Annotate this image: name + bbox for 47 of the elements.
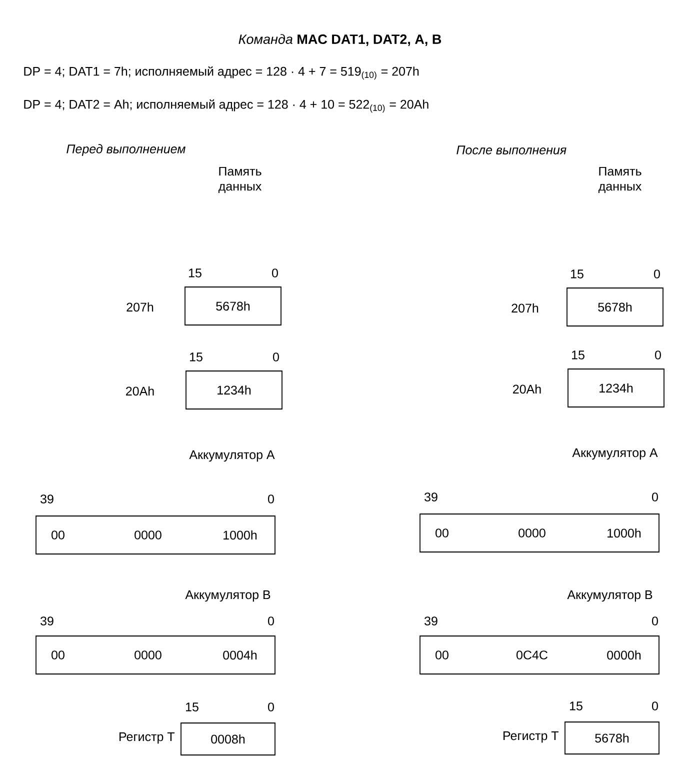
register-box: 0008h xyxy=(180,722,276,756)
bit-number: 0 xyxy=(272,268,278,278)
register-box: 00 0000 1000h xyxy=(420,514,660,552)
bit-number: 39 xyxy=(40,616,54,626)
memory-heading: Память данных xyxy=(218,166,262,194)
bit-number: 0 xyxy=(268,702,274,712)
bit-number: 0 xyxy=(654,270,660,278)
register-label: Регистр T xyxy=(504,731,558,743)
title: Команда MAC DAT1, DAT2, A, B xyxy=(238,34,442,46)
register-box: 5678h xyxy=(564,722,660,754)
address-label: 20Ah xyxy=(513,384,541,394)
bit-number: 0 xyxy=(268,494,274,504)
register-box: 00 0000 1000h xyxy=(36,516,276,554)
bit-number: 39 xyxy=(424,616,438,626)
bit-number: 15 xyxy=(190,352,202,362)
address-formula: DP = 4; DAT1 = 7h; исполняемый адрес = 128 · 4 + 7 = 519$_{(10)}$ = 207h xyxy=(24,66,419,80)
register-box: 00 0C4C 0000h xyxy=(420,636,660,674)
bit-number: 0 xyxy=(268,616,274,626)
address-label: 20Ah xyxy=(126,386,154,396)
bit-number: 15 xyxy=(186,702,198,712)
register-heading: Аккумулятор A xyxy=(572,448,658,460)
bit-number: 39 xyxy=(424,492,438,502)
register-box: 1234h xyxy=(568,368,664,408)
register-box: 5678h xyxy=(184,286,282,326)
column-heading: Перед выполнением xyxy=(66,144,186,156)
bit-number: 0 xyxy=(652,616,658,626)
address-label: 207h xyxy=(126,302,154,312)
memory-heading: Память данных xyxy=(598,166,642,194)
bit-number: 0 xyxy=(652,702,658,710)
bit-number: 15 xyxy=(570,702,582,710)
bit-number: 0 xyxy=(273,352,279,362)
register-box: 00 0000 0004h xyxy=(36,636,276,674)
address-formula: DP = 4; DAT2 = Ah; исполняемый адрес = 128 · 4 + 10 = 522$_{(10)}$ = 20Ah xyxy=(24,99,428,113)
register-box: 5678h xyxy=(566,288,664,326)
register-box: 1234h xyxy=(186,370,282,410)
bit-number: 39 xyxy=(40,494,54,504)
register-heading: Аккумулятор B xyxy=(185,590,270,602)
register-heading: Аккумулятор B xyxy=(567,590,652,602)
bit-number: 0 xyxy=(652,492,658,502)
column-heading: После выполнения xyxy=(456,146,566,154)
bit-number: 15 xyxy=(571,270,584,278)
address-label: 207h xyxy=(512,303,538,313)
register-label: Регистр T xyxy=(120,732,174,744)
bit-number: 15 xyxy=(189,268,202,278)
bit-number: 0 xyxy=(655,350,661,360)
register-heading: Аккумулятор A xyxy=(189,450,275,462)
bit-number: 15 xyxy=(572,350,584,360)
